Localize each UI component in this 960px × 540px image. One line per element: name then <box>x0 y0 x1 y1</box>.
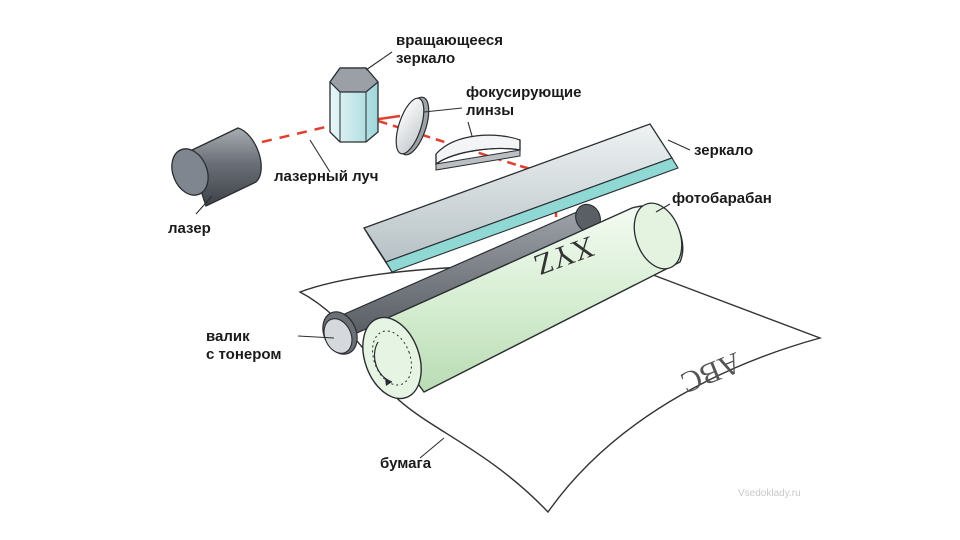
focusing-lens-round <box>395 96 430 156</box>
label-focusing-lenses: фокусирующие линзы <box>466 84 582 119</box>
leader-lines <box>195 51 691 459</box>
watermark: Vsedoklady.ru <box>738 488 801 499</box>
label-laser: лазер <box>168 220 211 237</box>
label-mirror: зеркало <box>694 142 754 159</box>
label-paper: бумага <box>380 455 432 472</box>
laser <box>171 127 262 207</box>
photodrum <box>362 202 684 400</box>
rotating-mirror <box>329 67 379 143</box>
label-photodrum: фотобарабан <box>672 190 772 207</box>
focusing-lens-cylindrical <box>435 134 521 171</box>
label-toner-roller: валик с тонером <box>206 328 282 363</box>
label-rotating-mirror: вращающееся зеркало <box>396 32 503 67</box>
mirror-bar <box>363 123 679 273</box>
label-laser-beam: лазерный луч <box>274 168 379 185</box>
